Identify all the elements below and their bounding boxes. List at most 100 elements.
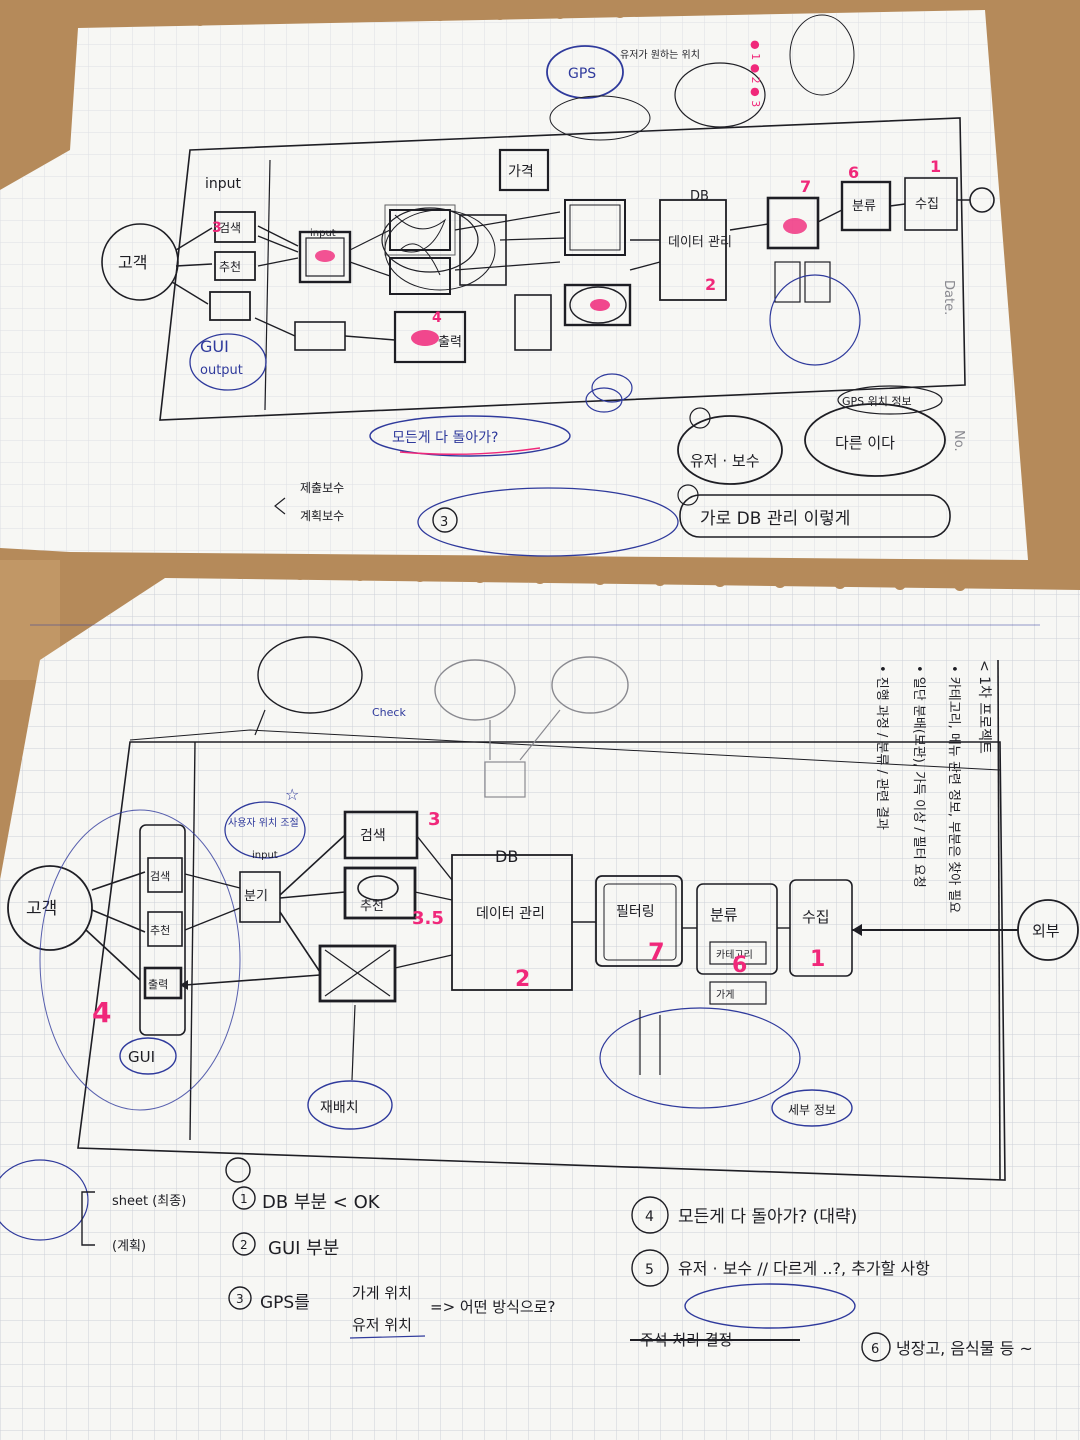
top-date-label: Date. bbox=[941, 280, 956, 315]
top-search-box bbox=[214, 211, 256, 243]
top-filter-box bbox=[766, 196, 820, 250]
bottom-note1: • 카테고리, 메뉴 관련 정보, 부분은 찾아 필요 bbox=[946, 665, 961, 913]
bottom-collect-label: 수집 bbox=[802, 908, 830, 926]
top-binding-holes bbox=[194, 6, 626, 26]
top-input-node bbox=[298, 230, 352, 284]
svg-text:2: 2 bbox=[240, 1238, 248, 1252]
bottom-todo3-b: 가게 위치 bbox=[352, 1284, 412, 1302]
bottom-num-35: 3.5 bbox=[412, 908, 444, 929]
bottom-todo1: DB 부분 < OK bbox=[262, 1192, 381, 1213]
bottom-customer-label: 고객 bbox=[26, 899, 57, 919]
bottom-gui-label: GUI bbox=[128, 1048, 155, 1066]
top-customer-label: 고객 bbox=[118, 253, 147, 272]
bottom-todo-6: 냉장고, 음식물 등 ~ bbox=[896, 1339, 1033, 1358]
bottom-recommend-input-box bbox=[147, 911, 183, 947]
top-user-complaint: 유저 · 보수 bbox=[690, 452, 760, 470]
top-output-label: output bbox=[200, 363, 243, 378]
bottom-num-2: 2 bbox=[515, 967, 530, 992]
top-location-info: GPS 위치 정보 bbox=[842, 395, 912, 408]
bottom-output-input-box bbox=[143, 966, 183, 1000]
top-recommend-label: 추천 bbox=[219, 259, 241, 274]
top-num-4: 4 bbox=[432, 310, 442, 326]
bottom-num-6: 6 bbox=[732, 953, 747, 978]
top-input-node-label: input bbox=[310, 228, 336, 239]
bottom-filter-box bbox=[595, 875, 683, 967]
bottom-check-label: Check bbox=[372, 706, 406, 719]
top-sheet2: 계획보수 bbox=[300, 509, 344, 523]
bottom-note2: • 일단 분배(보관), 가득 이상 / 필터 요청 bbox=[911, 665, 926, 888]
bottom-note3: • 진행 과정 / 분류 / 관련 결과 bbox=[874, 665, 890, 830]
top-db-manage-line: 가로 DB 관리 이렇게 bbox=[700, 509, 850, 529]
bottom-classify-box bbox=[696, 883, 778, 975]
bottom-classify-label: 분류 bbox=[710, 906, 738, 924]
bottom-todo3-d: => 어떤 방식으로? bbox=[430, 1298, 555, 1316]
top-num-6: 6 bbox=[848, 163, 859, 182]
bottom-recommend-input-label: 추천 bbox=[150, 923, 170, 937]
top-num-3: 3 bbox=[212, 220, 222, 236]
bottom-filter-label: 필터링 bbox=[616, 904, 655, 920]
bottom-notebook-sheet: 고객 검색 추천 출력 GUI 4 분기 사용자 위치 조절 input ☆ 검… bbox=[0, 566, 1080, 1440]
bottom-search-input-box bbox=[147, 857, 183, 893]
top-processing-cluster bbox=[349, 204, 566, 295]
bottom-input-tag: input bbox=[252, 850, 278, 861]
bottom-todo2: GUI 부분 bbox=[268, 1238, 339, 1259]
svg-text:6: 6 bbox=[871, 1342, 879, 1357]
bottom-system-frame bbox=[77, 741, 1006, 1181]
svg-text:1: 1 bbox=[240, 1192, 248, 1206]
top-no-label: No. bbox=[951, 430, 966, 452]
top-system-frame bbox=[159, 117, 966, 421]
bottom-num-3: 3 bbox=[428, 809, 441, 830]
bottom-project-notes: < 1차 프로젝트 • 카테고리, 메뉴 관련 정보, 부분은 찾아 필요 • … bbox=[874, 659, 1001, 1181]
top-num-7: 7 bbox=[800, 177, 811, 196]
top-customer-node bbox=[101, 223, 179, 301]
bottom-db-manage: 데이터 관리 bbox=[476, 906, 545, 922]
svg-text:☆: ☆ bbox=[285, 785, 299, 804]
bottom-todo3-a: GPS를 bbox=[260, 1293, 310, 1313]
top-category-stack bbox=[514, 199, 632, 351]
svg-text:4: 4 bbox=[645, 1209, 654, 1225]
bottom-recommend-label: 추천 bbox=[360, 899, 384, 914]
top-recommend-box bbox=[214, 251, 256, 281]
top-different: 다른 이다 bbox=[835, 434, 895, 452]
bottom-todo3-c: 유저 위치 bbox=[352, 1316, 412, 1334]
bottom-num-4a: 4 bbox=[92, 996, 111, 1029]
bottom-todo-side: 모든게 다 돌아가? (대략) bbox=[678, 1207, 857, 1227]
bottom-external-label: 외부 bbox=[1032, 922, 1060, 940]
top-output-node-label: 출력 bbox=[438, 335, 462, 350]
top-db-manage: 데이터 관리 bbox=[668, 235, 732, 250]
top-db-label: DB bbox=[690, 189, 709, 204]
top-output-node bbox=[393, 310, 467, 364]
top-num-1: 1 bbox=[930, 157, 941, 176]
svg-text:3: 3 bbox=[440, 515, 448, 530]
bottom-branch-box bbox=[239, 871, 281, 923]
bottom-recommend-box bbox=[343, 866, 417, 920]
top-classify-label: 분류 bbox=[852, 199, 876, 214]
bottom-sheet-label-2: (계획) bbox=[112, 1239, 146, 1254]
bottom-num-7: 7 bbox=[648, 938, 665, 966]
bottom-store-info: 세부 정보 bbox=[788, 1103, 836, 1117]
bottom-menu-tag1: 카테고리 bbox=[716, 949, 753, 961]
svg-text:5: 5 bbox=[645, 1262, 654, 1278]
top-price-label: 가격 bbox=[508, 164, 534, 180]
top-db-box bbox=[659, 199, 727, 301]
bottom-branch-label: 분기 bbox=[244, 889, 268, 904]
bottom-output-input-label: 출력 bbox=[148, 978, 168, 991]
bottom-customer-node bbox=[7, 865, 93, 951]
top-price-box bbox=[498, 148, 550, 192]
top-input-label: input bbox=[205, 176, 242, 192]
bottom-reprocess-label: 재배치 bbox=[320, 1100, 359, 1116]
top-num-2: 2 bbox=[705, 275, 716, 294]
top-collect-label: 수집 bbox=[915, 197, 939, 212]
top-sheet1: 제출보수 bbox=[300, 481, 344, 495]
top-gps-label: GPS bbox=[568, 66, 596, 82]
bottom-output-box bbox=[318, 944, 397, 1003]
top-notebook-sheet: input GUI output 고객 검색 추천 input bbox=[0, 6, 1028, 560]
top-gps-node bbox=[546, 45, 624, 99]
top-all-works: 모든게 다 돌아가? bbox=[392, 430, 499, 446]
svg-text:3: 3 bbox=[236, 1292, 244, 1306]
top-search-label: 검색 bbox=[219, 221, 241, 235]
bottom-user-pos-label: 사용자 위치 조절 bbox=[228, 816, 299, 829]
bottom-menu-tag2: 가게 bbox=[716, 989, 734, 1001]
